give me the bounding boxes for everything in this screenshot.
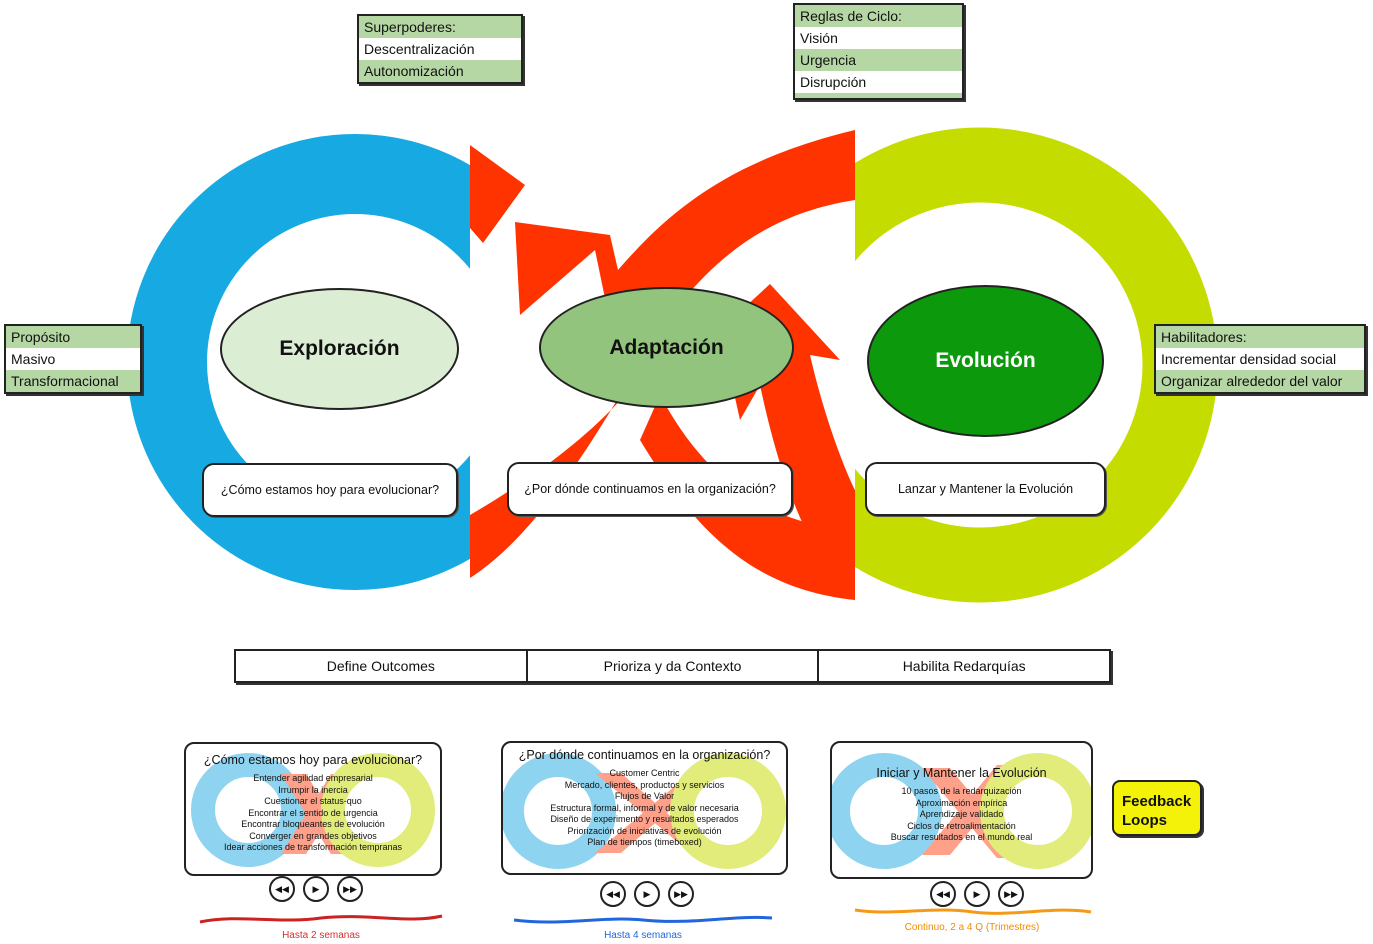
- forward-button[interactable]: ▶▶: [337, 876, 363, 902]
- card-item: Mercado, clientes, productos y servicios: [564, 779, 725, 790]
- mini-infinity-3: [832, 753, 1091, 869]
- feedback-line: Loops: [1122, 812, 1167, 829]
- habilitadores-item: Incrementar densidad social: [1161, 351, 1337, 367]
- evolucion-ellipse: Evolución: [867, 285, 1104, 437]
- card-item: Aproximación empírica: [915, 797, 1008, 808]
- question-adaptacion: ¿Por dónde continuamos en la organizació…: [507, 462, 793, 516]
- card-item: Customer Centric: [609, 768, 680, 778]
- proposito-box: Propósito Masivo Transformacional: [4, 324, 142, 394]
- card-item: Ciclos de retroalimentación: [907, 820, 1016, 831]
- habilitadores-box: Habilitadores: Incrementar densidad soci…: [1154, 324, 1366, 394]
- blue-ring: [127, 134, 470, 590]
- feedback-line: Feedback: [1122, 793, 1192, 810]
- card-item: Entender agilidad empresarial: [253, 773, 373, 783]
- phase-prioriza: Prioriza y da Contexto: [528, 651, 820, 681]
- habilitadores-title: Habilitadores:: [1156, 326, 1364, 348]
- reglas-item: Urgencia: [795, 49, 962, 71]
- card-item: Diseño de experimento y resultados esper…: [550, 814, 739, 824]
- card-title: ¿Por dónde continuamos en la organizació…: [518, 748, 771, 762]
- duration-label-3: Continuo, 2 a 4 Q (Trimestres): [904, 922, 1040, 933]
- play-button[interactable]: ▶: [303, 876, 329, 902]
- card-item: Cuestionar el status-quo: [264, 796, 362, 806]
- reglas-item: Visión: [800, 30, 838, 46]
- exploracion-ellipse: Exploración: [220, 288, 459, 410]
- card-item: Plan de tiempos (timeboxed): [587, 837, 702, 847]
- evolucion-label: Evolución: [935, 349, 1036, 372]
- superpoderes-item: Autonomización: [359, 60, 521, 82]
- card-title: ¿Cómo estamos hoy para evolucionar?: [203, 753, 423, 767]
- superpoderes-item: Descentralización: [364, 41, 475, 57]
- phase-define-outcomes: Define Outcomes: [236, 651, 528, 681]
- card-item: 10 pasos de la redarquización: [901, 786, 1022, 796]
- duration-underline-1: [199, 914, 443, 924]
- superpoderes-box: Superpoderes: Descentralización Autonomi…: [357, 14, 523, 84]
- question-evolucion: Lanzar y Mantener la Evolución: [865, 462, 1106, 516]
- video-card-2[interactable]: ¿Por dónde continuamos en la organizació…: [501, 741, 788, 875]
- rewind-button[interactable]: ◀◀: [600, 881, 626, 907]
- exploracion-label: Exploración: [279, 337, 400, 360]
- card-item: Encontrar el sentido de urgencia: [248, 807, 378, 818]
- card-item: Irrumpir la inercia: [278, 784, 348, 795]
- duration-label-2: Hasta 4 semanas: [604, 930, 682, 941]
- card-item: Converger en grandes objetivos: [249, 830, 377, 841]
- card-item: Buscar resultados en el mundo real: [890, 832, 1033, 842]
- habilitadores-item: Organizar alrededor del valor: [1156, 370, 1364, 392]
- card-item: Encontrar bloqueantes de evolución: [241, 819, 385, 829]
- player-controls-2: ◀◀ ▶ ▶▶: [600, 881, 694, 907]
- phases-bar: Define Outcomes Prioriza y da Contexto H…: [234, 649, 1111, 683]
- video-card-1[interactable]: ¿Cómo estamos hoy para evolucionar? Ente…: [184, 742, 442, 876]
- duration-underline-2: [513, 915, 773, 924]
- card-items: Customer Centric Mercado, clientes, prod…: [503, 768, 786, 849]
- card-item: Idear acciones de transformación tempran…: [223, 842, 403, 852]
- rewind-button[interactable]: ◀◀: [930, 881, 956, 907]
- card-title: Iniciar y Mantener la Evolución: [876, 766, 1047, 780]
- reglas-spacer: [795, 93, 962, 98]
- adaptacion-ellipse: Adaptación: [539, 287, 794, 408]
- player-controls-3: ◀◀ ▶ ▶▶: [930, 881, 1024, 907]
- player-controls-1: ◀◀ ▶ ▶▶: [269, 876, 363, 902]
- reglas-title: Reglas de Ciclo:: [795, 5, 962, 27]
- red-loop-left: [470, 145, 525, 243]
- card-items: 10 pasos de la redarquización Aproximaci…: [832, 786, 1091, 844]
- duration-label-1: Hasta 2 semanas: [282, 930, 360, 941]
- play-button[interactable]: ▶: [634, 881, 660, 907]
- reglas-item: Disrupción: [800, 74, 867, 90]
- card-item: Estructura formal, informal y de valor n…: [550, 802, 739, 813]
- question-exploracion: ¿Cómo estamos hoy para evolucionar?: [202, 463, 458, 517]
- forward-button[interactable]: ▶▶: [998, 881, 1024, 907]
- feedback-loops-note: Feedback Loops: [1112, 780, 1202, 836]
- duration-underline-3: [854, 908, 1092, 915]
- card-items: Entender agilidad empresarial Irrumpir l…: [186, 773, 440, 854]
- superpoderes-title: Superpoderes:: [359, 16, 521, 38]
- video-card-3[interactable]: Iniciar y Mantener la Evolución 10 pasos…: [830, 741, 1093, 879]
- card-item: Priorización de iniciativas de evolución: [567, 825, 722, 836]
- play-button[interactable]: ▶: [964, 881, 990, 907]
- phase-habilita: Habilita Redarquías: [902, 658, 1026, 674]
- mini-infinity-2: [503, 753, 786, 869]
- card-item: Flujos de Valor: [614, 791, 675, 801]
- card-item: Aprendizaje validado: [919, 809, 1004, 819]
- mini-infinity-1: [191, 753, 435, 867]
- reglas-box: Reglas de Ciclo: Visión Urgencia Disrupc…: [793, 3, 964, 100]
- rewind-button[interactable]: ◀◀: [269, 876, 295, 902]
- proposito-title: Propósito: [6, 326, 140, 348]
- proposito-item: Transformacional: [6, 370, 140, 392]
- forward-button[interactable]: ▶▶: [668, 881, 694, 907]
- proposito-item: Masivo: [11, 351, 56, 367]
- adaptacion-label: Adaptación: [609, 335, 724, 359]
